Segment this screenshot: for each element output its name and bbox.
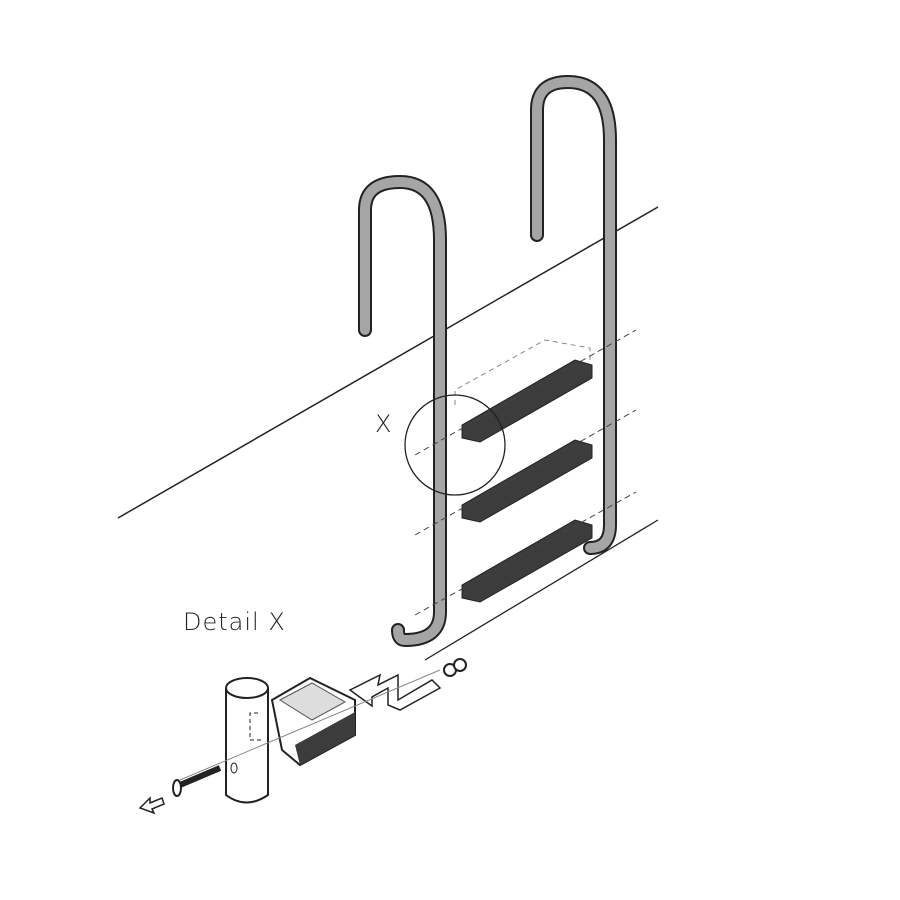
left-handrail bbox=[358, 174, 447, 648]
step-block-detail bbox=[270, 676, 356, 767]
step-1 bbox=[414, 329, 637, 456]
detail-callout-circle bbox=[404, 394, 506, 496]
nut-pair bbox=[443, 658, 467, 677]
bracket-arrow bbox=[348, 673, 442, 711]
step-3 bbox=[414, 491, 637, 616]
insert-arrow-icon bbox=[138, 796, 165, 815]
assembly-axis-line bbox=[179, 669, 441, 781]
step-2 bbox=[414, 409, 637, 536]
detail-title: Detail X bbox=[183, 608, 286, 636]
post-cylinder bbox=[225, 677, 269, 804]
pool-wall-base-line bbox=[424, 519, 659, 661]
detail-callout-label: X bbox=[375, 410, 392, 438]
bolt bbox=[172, 765, 222, 797]
right-handrail bbox=[530, 74, 617, 555]
pool-edge-line bbox=[117, 206, 659, 519]
